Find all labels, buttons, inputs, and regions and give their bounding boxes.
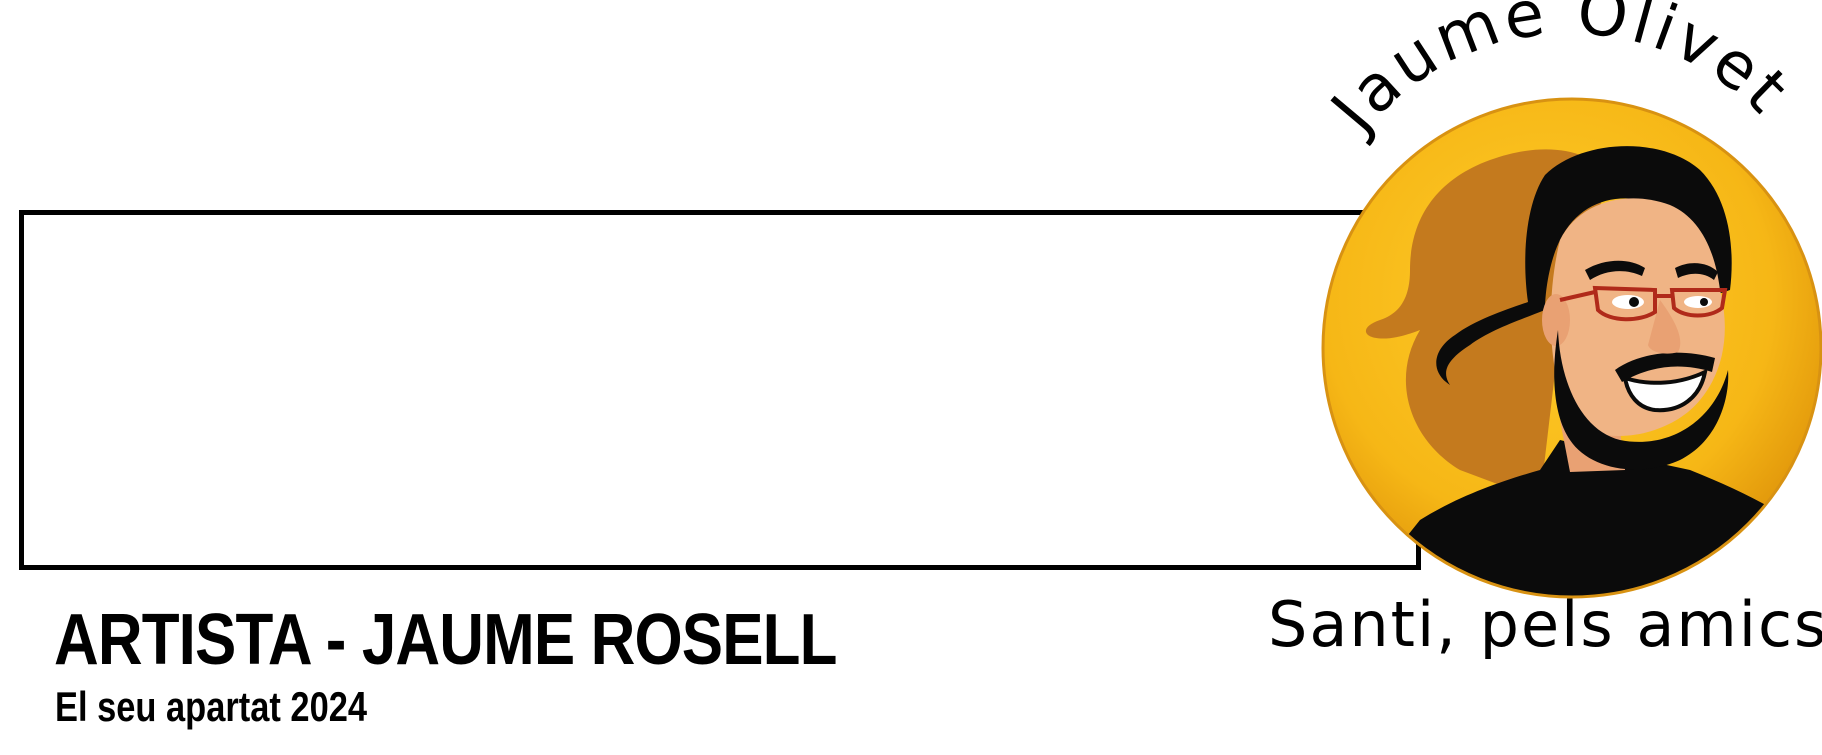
artist-signature: Piñas bbox=[1720, 544, 1768, 565]
caricature-beard bbox=[1554, 330, 1729, 470]
badge-bottom-text: Santi, pels amics bbox=[1268, 588, 1822, 661]
page-title: ARTISTA - JAUME ROSELL bbox=[54, 600, 837, 680]
caricature-badge: Jaume Olivet bbox=[1260, 0, 1822, 680]
page-subtitle: El seu apartat 2024 bbox=[55, 683, 368, 730]
glasses-icon bbox=[1559, 285, 1728, 322]
caricature-badge-graphic: Jaume Olivet bbox=[1315, 0, 1822, 599]
caricature-hair bbox=[1436, 146, 1732, 385]
empty-frame-box bbox=[19, 210, 1421, 570]
